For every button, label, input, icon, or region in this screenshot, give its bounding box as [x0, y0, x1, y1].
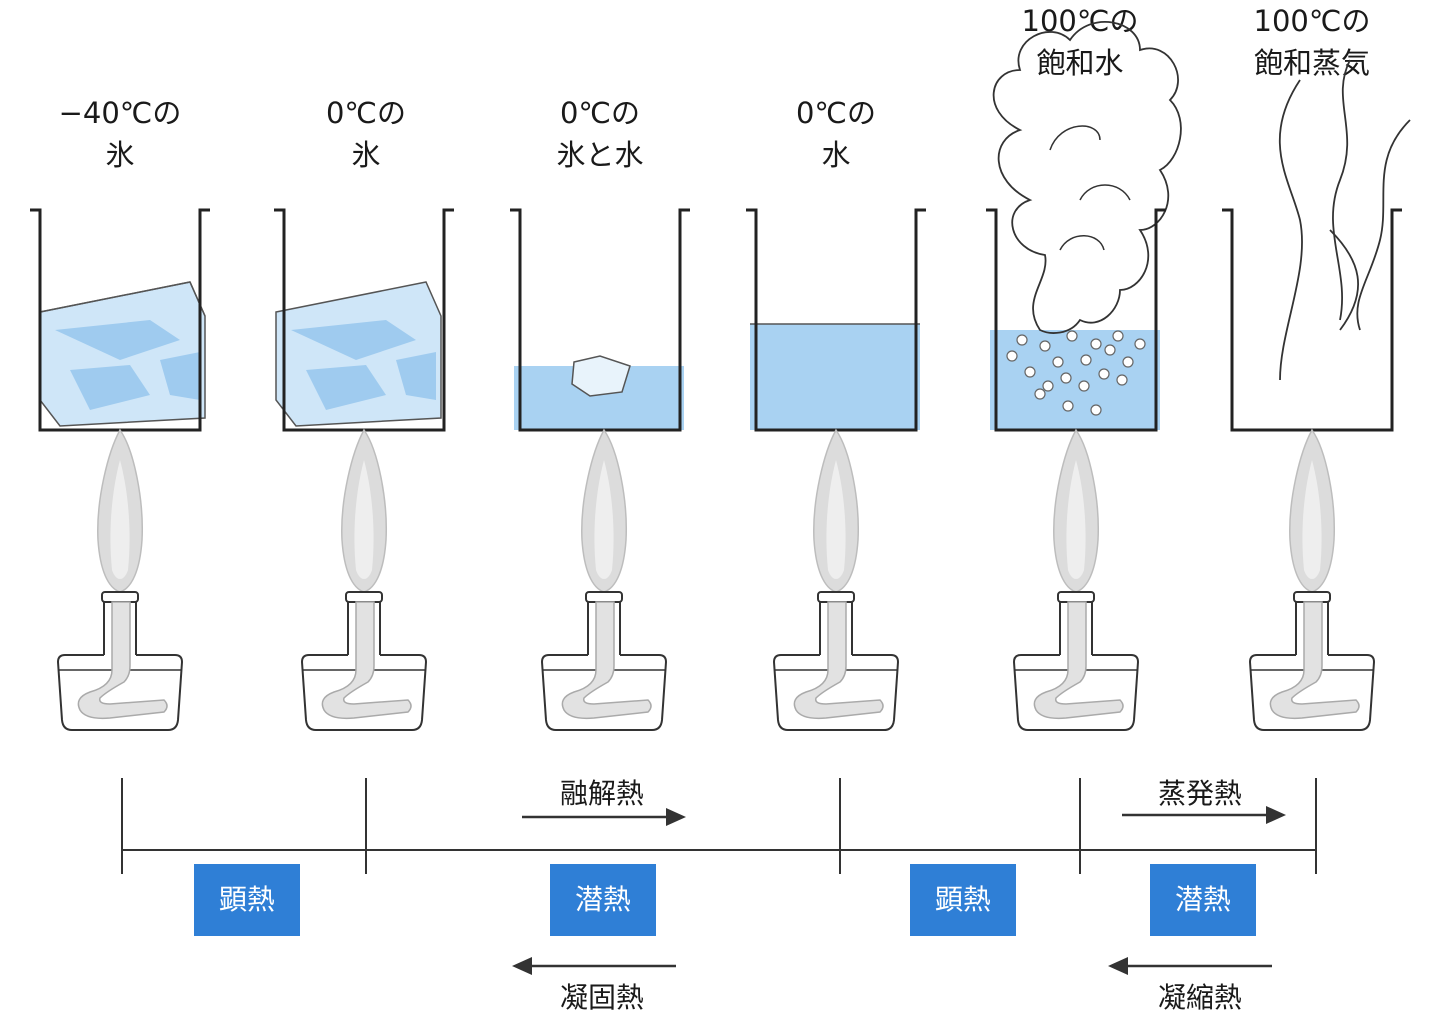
badge-latent-heat-1: 潜熱 [550, 864, 656, 936]
burner-3 [541, 429, 667, 731]
badge-sensible-heat-2: 顕熱 [910, 864, 1016, 936]
arrow-condensation [1108, 957, 1272, 975]
beaker-2 [272, 208, 456, 432]
arrow-fusion [522, 808, 686, 826]
label-solidification-heat: 凝固熱 [559, 981, 644, 1014]
timeline [121, 778, 1317, 874]
burner-4 [773, 429, 899, 731]
state-label-ice-water-0: 0℃の氷と水 [556, 96, 644, 172]
label-evaporation-heat: 蒸発熱 [1157, 777, 1242, 810]
burner-2 [301, 429, 427, 731]
beaker-4 [744, 208, 928, 432]
state-label-water-0: 0℃の水 [795, 96, 877, 172]
arrow-evaporation [1122, 806, 1286, 824]
badge-sensible-heat-1: 顕熱 [194, 864, 300, 936]
beaker-5 [984, 21, 1182, 432]
state-label-ice-0: 0℃の氷 [325, 96, 407, 172]
burner-5 [1013, 429, 1139, 731]
state-label-saturated-steam-100: 100℃の飽和蒸気 [1253, 4, 1371, 80]
badge-latent-heat-2: 潜熱 [1150, 864, 1256, 936]
burner-1 [57, 429, 183, 731]
label-fusion-heat: 融解熱 [559, 777, 644, 810]
state-label-ice-minus40: −40℃の氷 [58, 96, 182, 172]
beaker-3 [508, 208, 692, 432]
label-condensation-heat: 凝縮熱 [1157, 981, 1242, 1014]
burner-6 [1249, 429, 1375, 731]
arrow-solidification [512, 957, 676, 975]
beaker-1 [28, 208, 212, 432]
beaker-6 [1220, 59, 1411, 432]
